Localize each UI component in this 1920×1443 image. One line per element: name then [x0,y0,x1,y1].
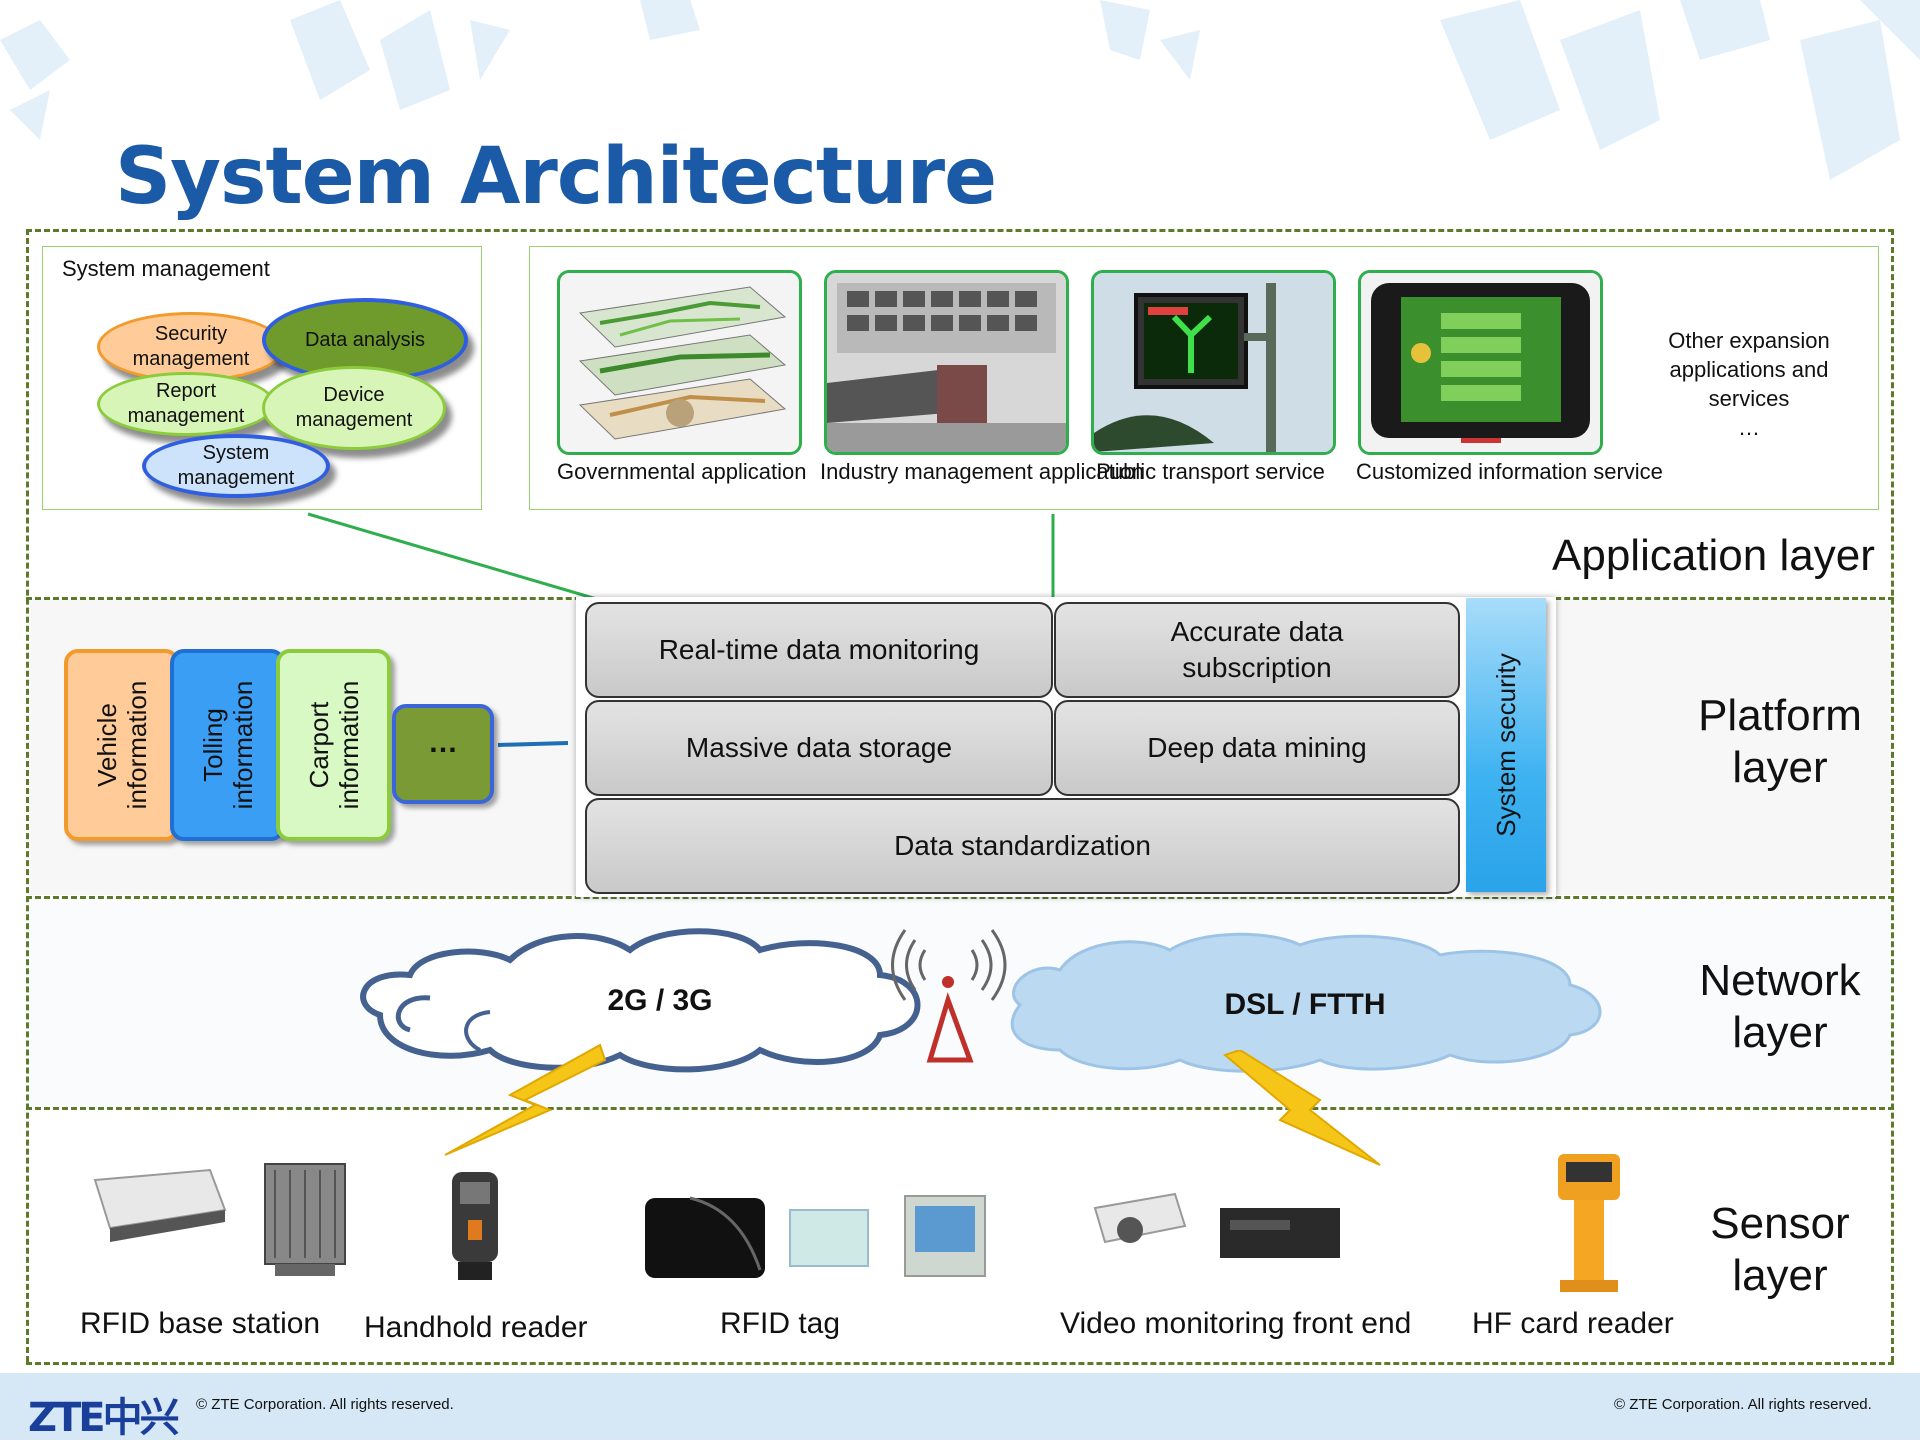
other-expansion-ellipsis: … [1738,415,1760,440]
page-title: System Architecture [115,132,997,222]
report-management-label: Report management [127,380,245,427]
governmental-application-image [557,270,802,455]
public-transport-caption: Public transport service [1096,459,1325,484]
antenna-tower [891,929,1007,1063]
realtime-monitoring-label: Real-time data monitoring [658,634,980,665]
rfid-base-station-label: RFID base station [80,1307,321,1340]
hf-card-reader-icon [1558,1154,1620,1292]
carport-information-label: Carport information [303,680,364,810]
realtime-monitoring-box: Real-time data monitoring [585,602,1053,698]
video-monitoring-icon [1093,1192,1340,1258]
system-management-title: System management [62,256,270,281]
customized-information-image [1358,270,1603,455]
more-info-label: … [428,726,458,759]
vehicle-information-label: Vehicle information [91,680,152,810]
rfid-tag-icon [645,1195,986,1278]
massive-storage-label: Massive data storage [685,732,953,763]
sensor-devices [93,1154,1620,1292]
network-layer-label: Network layer [1699,956,1861,1057]
platform-layer-label: Platform layer [1698,691,1862,792]
copyright-left: © ZTE Corporation. All rights reserved. [196,1396,454,1413]
zte-logo: ZTE中兴 [28,1395,180,1441]
system-security-bar: System security [1466,598,1546,892]
traffic-sign-icon [1094,273,1333,452]
background-decoration [0,0,1920,180]
customized-information-caption: Customized information service [1356,459,1663,484]
governmental-application-caption: Governmental application [557,459,807,484]
deep-mining-box: Deep data mining [1054,700,1460,796]
security-management-label: Security management [132,323,250,370]
carport-information-card: Carport information [276,649,391,841]
vehicle-information-card: Vehicle information [64,649,179,841]
cloud-2g3g-label: 2G / 3G [607,984,713,1017]
other-expansion-label: Other expansion applications and service… [1668,328,1830,411]
video-monitoring-label: Video monitoring front end [1060,1307,1412,1340]
data-standardization-box: Data standardization [585,798,1460,894]
frame-left-border [26,229,29,1362]
data-standardization-label: Data standardization [894,830,1151,861]
footer-bar [0,1373,1920,1440]
application-layer-label: Application layer [1552,531,1875,580]
massive-storage-box: Massive data storage [585,700,1053,796]
control-room-icon [827,273,1066,452]
info-connector [497,741,569,747]
system-management-ellipse: System management [142,434,330,498]
deep-mining-label: Deep data mining [1147,732,1367,763]
cloud-dsl-ftth-label: DSL / FTTH [1224,988,1386,1021]
frame-top-border [26,229,1894,232]
sensor-layer-label: Sensor layer [1710,1199,1850,1300]
more-info-card: … [392,704,494,804]
hf-card-reader-label: HF card reader [1472,1307,1674,1340]
rfid-base-station-icon [93,1163,346,1276]
tablet-device-icon [1361,273,1600,452]
device-management-label: Device management [295,384,413,431]
lightning-bolt-left-icon [444,1043,607,1156]
rfid-tag-label: RFID tag [720,1307,841,1340]
report-management-ellipse: Report management [97,372,275,436]
handhold-reader-label: Handhold reader [364,1311,588,1344]
industry-management-image [824,270,1069,455]
frame-right-border [1891,229,1894,1362]
sys-mgmt-connector [307,512,601,602]
layer-divider-network-sensor [26,1107,1894,1110]
lightning-bolt-right-icon [1222,1050,1381,1166]
system-management-label: System management [177,442,295,489]
cloud-dsl-ftth [1010,932,1602,1073]
layer-divider-platform-network [26,896,1894,899]
copyright-right: © ZTE Corporation. All rights reserved. [1614,1396,1872,1413]
accurate-subscription-label: Accurate data subscription [1170,616,1344,683]
device-management-ellipse: Device management [262,366,446,450]
data-analysis-label: Data analysis [304,328,426,351]
frame-bottom-border [26,1362,1894,1365]
public-transport-image [1091,270,1336,455]
system-security-label: System security [1491,653,1521,837]
tolling-information-label: Tolling information [197,680,258,810]
other-expansion-text: Other expansion applications and service… [1640,326,1858,442]
tolling-information-card: Tolling information [170,649,285,841]
handhold-reader-icon [452,1172,498,1280]
layered-map-icon [578,286,787,440]
accurate-subscription-box: Accurate data subscription [1054,602,1460,698]
network-clouds [360,928,1602,1073]
